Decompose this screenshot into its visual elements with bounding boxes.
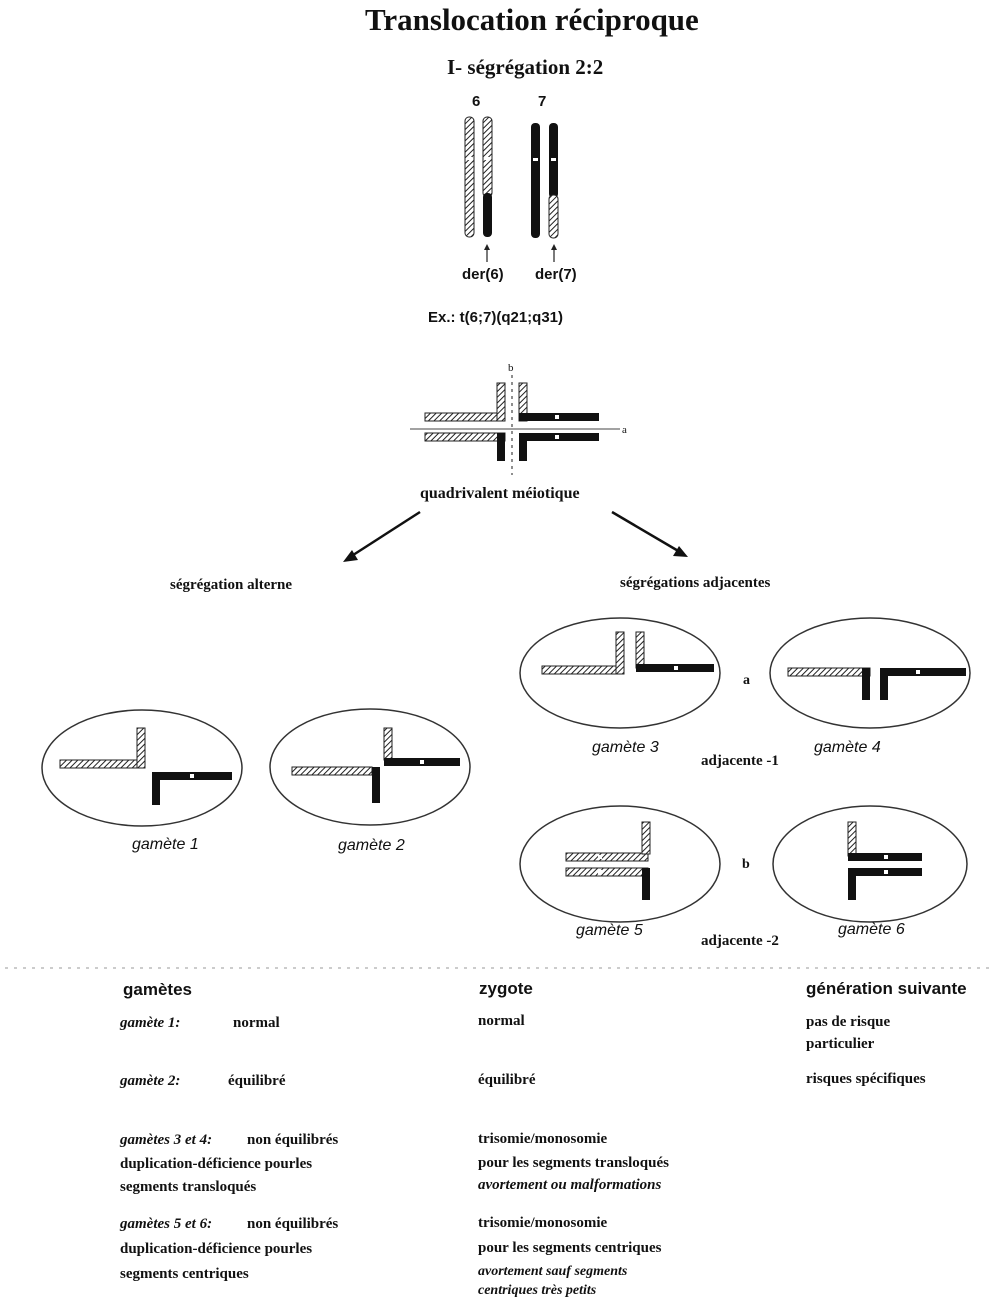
row3-gamete-label: gamètes 3 et 4: — [120, 1132, 213, 1148]
row4-zygote-line2: pour les segments centriques — [478, 1240, 662, 1256]
adjacent-a-label: a — [743, 673, 750, 688]
adjacent-2-label: adjacente -2 — [701, 933, 779, 949]
quadrivalent-label: quadrivalent méiotique — [420, 485, 580, 502]
gamete-5-cell — [519, 805, 721, 923]
gamete-3-cell — [519, 617, 721, 729]
chromosome-der7 — [548, 123, 559, 239]
gamete-6-caption: gamète 6 — [838, 921, 905, 938]
row3-gamete-status: non équilibrés — [247, 1132, 339, 1148]
gamete-5-caption: gamète 5 — [576, 922, 643, 939]
row4-gamete-label: gamètes 5 et 6: — [120, 1216, 213, 1232]
quadrivalent-axis-b: b — [508, 362, 514, 374]
row2-gamete-label: gamète 2: — [120, 1073, 181, 1089]
gamete-4-cell — [769, 617, 971, 729]
row4-gamete-status: non équilibrés — [247, 1216, 339, 1232]
row3-gamete-detail-2: segments transloqués — [120, 1179, 257, 1195]
page-title: Translocation réciproque — [365, 2, 699, 37]
translocation-example: Ex.: t(6;7)(q21;q31) — [428, 309, 564, 326]
row4-zygote-line3: avortement sauf segments — [478, 1264, 628, 1279]
row1-gamete-status: normal — [233, 1015, 280, 1031]
chromosome-der6 — [482, 116, 493, 237]
gamete-4-caption: gamète 4 — [814, 739, 881, 756]
chromosome-7-label: 7 — [538, 93, 547, 110]
adjacent-1-label: adjacente -1 — [701, 753, 779, 769]
gamete-2-caption: gamète 2 — [338, 837, 405, 854]
row2-zygote-line1: équilibré — [478, 1072, 536, 1088]
row1-gamete-label: gamète 1: — [120, 1015, 181, 1031]
gamete-6-chromosomes — [847, 821, 922, 900]
row2-next-gen-line1: risques spécifiques — [806, 1071, 926, 1087]
gamete-6-cell — [772, 805, 968, 923]
row3-zygote-line3: avortement ou malformations — [478, 1177, 662, 1193]
row1-zygote-line1: normal — [478, 1013, 525, 1029]
alternate-segregation-label: ségrégation alterne — [170, 577, 293, 593]
header-zygote: zygote — [479, 979, 533, 998]
gamete-4-chromosomes — [787, 667, 966, 700]
page-subtitle: I- ségrégation 2:2 — [447, 55, 604, 79]
chromosome-7-normal — [531, 123, 540, 238]
row3-zygote-line1: trisomie/monosomie — [478, 1131, 608, 1147]
row4-zygote-line1: trisomie/monosomie — [478, 1215, 608, 1231]
gamete-1-chromosomes — [59, 727, 232, 805]
quadrivalent-figure — [410, 375, 620, 475]
gamete-3-chromosomes — [541, 631, 714, 675]
header-gametes: gamètes — [123, 980, 192, 999]
adjacent-segregation-label: ségrégations adjacentes — [620, 575, 771, 591]
gamete-2-chromosomes — [291, 727, 460, 803]
quadrivalent-axis-a: a — [622, 424, 627, 436]
gamete-1-cell — [41, 709, 243, 827]
gamete-2-cell — [269, 708, 471, 826]
row1-next-gen-line1: pas de risque — [806, 1014, 891, 1030]
der7-arrow — [551, 244, 557, 262]
row1-next-gen-line2: particulier — [806, 1036, 875, 1052]
arrow-to-alternate — [343, 510, 421, 562]
arrow-to-adjacent — [611, 510, 688, 557]
der7-label: der(7) — [535, 266, 577, 283]
adjacent-b-label: b — [742, 857, 750, 872]
row4-zygote-line4: centriques très petits — [478, 1283, 597, 1298]
header-next-generation: génération suivante — [806, 979, 967, 998]
chromosome-6-normal — [464, 116, 475, 238]
chromosome-6-label: 6 — [472, 93, 481, 110]
gamete-3-caption: gamète 3 — [592, 739, 659, 756]
row3-zygote-line2: pour les segments transloqués — [478, 1155, 669, 1171]
der6-arrow — [484, 244, 490, 262]
gamete-1-caption: gamète 1 — [132, 836, 199, 853]
row3-gamete-detail-1: duplication-déficience pourles — [120, 1156, 313, 1172]
gamete-5-chromosomes — [565, 821, 651, 900]
row4-gamete-detail-1: duplication-déficience pourles — [120, 1241, 313, 1257]
row4-gamete-detail-2: segments centriques — [120, 1266, 249, 1282]
row2-gamete-status: équilibré — [228, 1073, 286, 1089]
der6-label: der(6) — [462, 266, 504, 283]
